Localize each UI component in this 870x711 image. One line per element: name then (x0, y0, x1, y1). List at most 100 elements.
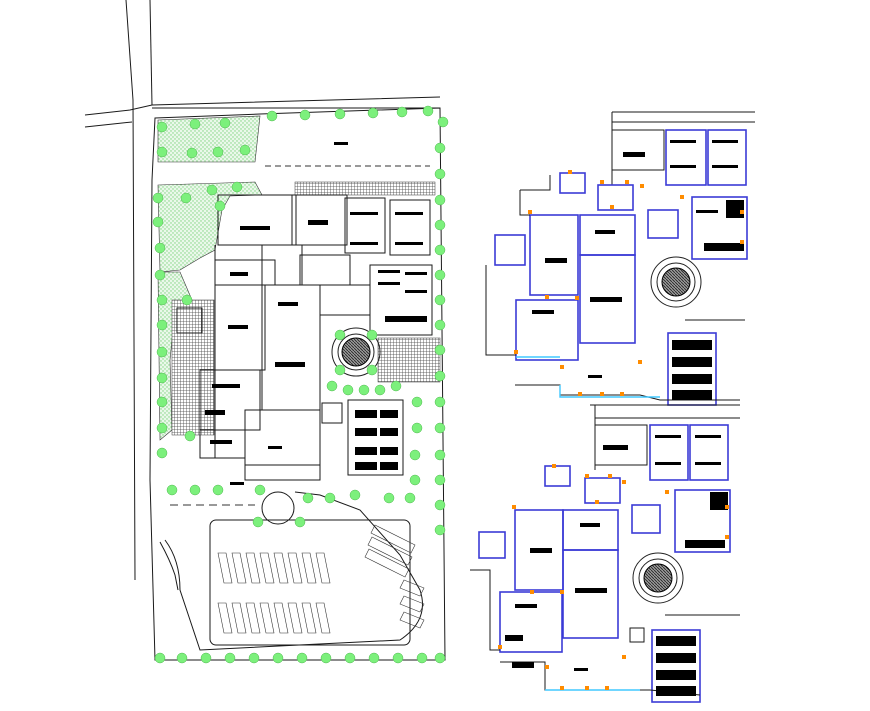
site-trees (152, 105, 449, 664)
tree-icon (367, 107, 379, 119)
tree-icon (156, 294, 168, 306)
tree-icon (434, 294, 446, 306)
tree-icon (294, 516, 306, 528)
tree-icon (409, 449, 421, 461)
tree-icon (152, 216, 164, 228)
tree-icon (176, 652, 188, 664)
tree-icon (214, 200, 226, 212)
tree-icon (231, 181, 243, 193)
tree-icon (180, 192, 192, 204)
upper-plan-labels (532, 140, 744, 400)
roundabout (261, 491, 295, 525)
tree-icon (349, 489, 361, 501)
parking-lot (209, 519, 425, 646)
tree-icon (156, 319, 168, 331)
tree-icon (272, 652, 284, 664)
tree-icon (200, 652, 212, 664)
site-plan (84, 0, 449, 664)
site-labels (205, 142, 427, 485)
tree-icon (248, 652, 260, 664)
tree-icon (416, 652, 428, 664)
tree-icon (411, 422, 423, 434)
tree-icon (374, 384, 386, 396)
tree-icon (189, 118, 201, 130)
tree-icon (212, 484, 224, 496)
tree-icon (434, 244, 446, 256)
tree-icon (434, 524, 446, 536)
fountain-icon (650, 256, 702, 308)
tree-icon (156, 146, 168, 158)
tree-icon (434, 652, 446, 664)
tree-icon (154, 242, 166, 254)
upper-floor-plan (485, 111, 755, 406)
tree-icon (434, 499, 446, 511)
tree-icon (434, 370, 446, 382)
tree-icon (404, 492, 416, 504)
tree-icon (342, 384, 354, 396)
tree-icon (396, 106, 408, 118)
tree-icon (324, 492, 336, 504)
tree-icon (392, 652, 404, 664)
tree-icon (184, 430, 196, 442)
tree-icon (344, 652, 356, 664)
tree-icon (154, 652, 166, 664)
tree-icon (266, 110, 278, 122)
tree-icon (422, 105, 434, 117)
tree-icon (252, 516, 264, 528)
tree-icon (368, 652, 380, 664)
door-markers-lower (498, 464, 729, 690)
tree-icon (434, 269, 446, 281)
tree-icon (296, 652, 308, 664)
tree-icon (189, 484, 201, 496)
tree-icon (326, 380, 338, 392)
tree-icon (186, 147, 198, 159)
lower-plan-labels (505, 435, 728, 696)
tree-icon (156, 447, 168, 459)
tree-icon (366, 364, 378, 376)
tree-icon (334, 364, 346, 376)
tree-icon (156, 422, 168, 434)
tree-icon (434, 344, 446, 356)
tree-icon (334, 329, 346, 341)
tree-icon (224, 652, 236, 664)
tree-icon (358, 384, 370, 396)
tree-icon (434, 396, 446, 408)
side-path (159, 541, 179, 591)
tree-icon (206, 184, 218, 196)
tree-icon (254, 484, 266, 496)
tree-icon (434, 422, 446, 434)
tree-icon (302, 492, 314, 504)
tree-icon (434, 319, 446, 331)
tree-icon (320, 652, 332, 664)
tree-icon (366, 329, 378, 341)
site-buildings (176, 194, 433, 481)
parking-road (164, 491, 423, 651)
tree-icon (239, 144, 251, 156)
tree-icon (156, 346, 168, 358)
tree-icon (181, 294, 193, 306)
tree-icon (434, 142, 446, 154)
tree-icon (152, 192, 164, 204)
tree-icon (212, 146, 224, 158)
tree-icon (434, 474, 446, 486)
tree-icon (383, 492, 395, 504)
tree-icon (434, 168, 446, 180)
door-markers-upper (514, 170, 744, 396)
tree-icon (156, 396, 168, 408)
tree-icon (390, 380, 402, 392)
tree-icon (437, 116, 449, 128)
tree-icon (299, 109, 311, 121)
fountain-icon (331, 327, 381, 377)
tree-icon (434, 194, 446, 206)
site-roads (84, 0, 441, 581)
fountain-icon (632, 552, 684, 604)
tree-icon (334, 108, 346, 120)
tree-icon (409, 474, 421, 486)
tree-icon (166, 484, 178, 496)
tree-icon (411, 396, 423, 408)
tree-icon (219, 117, 231, 129)
tree-icon (154, 269, 166, 281)
lower-floor-plan (470, 405, 740, 703)
tree-icon (434, 219, 446, 231)
